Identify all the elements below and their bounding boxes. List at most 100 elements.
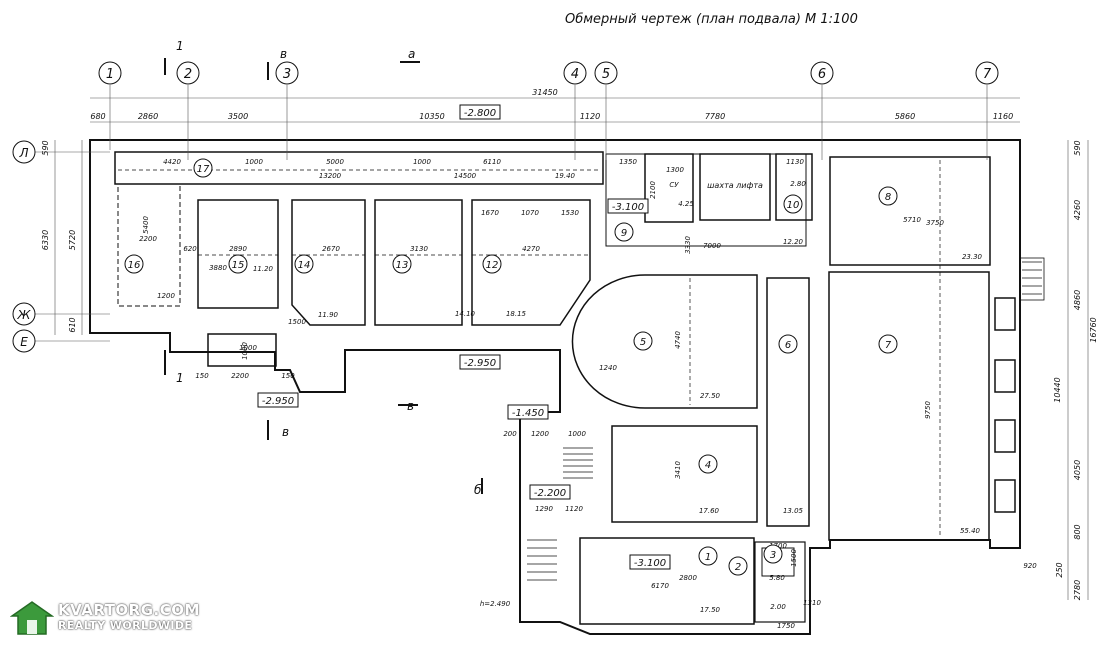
dimension-text: 1310 [803, 599, 821, 607]
dimension-text: 17.60 [699, 507, 720, 515]
level-labels: -2.800-3.100-2.950-2.950-1.450-2.200-3.1… [257, 104, 671, 570]
room-number: 13 [396, 260, 409, 271]
dimension-text: 5720 [68, 230, 77, 250]
dimension-text: 2.80 [790, 180, 806, 188]
room-number: 4 [705, 460, 711, 471]
dimension-text: 12.20 [783, 238, 804, 246]
dimension-text: 17.50 [700, 606, 721, 614]
watermark-brand: KVARTORG.COM [58, 601, 200, 619]
dimension-text: 2.00 [770, 603, 786, 611]
section-label: 1 [176, 371, 184, 385]
section-label: в [280, 47, 287, 61]
window [994, 359, 1016, 393]
lift-shaft-label: шахта лифта [707, 181, 763, 190]
axis-bubble [12, 329, 36, 353]
level-box [607, 198, 649, 214]
dimension-text: 1070 [521, 209, 539, 217]
room-5-marker [633, 331, 653, 351]
dimension-text: 10440 [1053, 377, 1062, 402]
dimension-text: 9750 [924, 401, 932, 419]
axis-label: 6 [818, 67, 826, 82]
room-number: 8 [885, 192, 891, 203]
section-label: 1 [176, 39, 184, 53]
axis-bubble [275, 61, 299, 85]
room-12-marker [482, 254, 502, 274]
axis-bubble [176, 61, 200, 85]
dimension-text: 1350 [619, 158, 637, 166]
dimension-text: 5400 [142, 216, 150, 234]
level-text: -3.100 [634, 558, 666, 569]
axis-bubbles-lettered: ЛЖЕ [12, 140, 36, 353]
room-15 [197, 199, 279, 309]
corridor-17 [114, 151, 604, 185]
level-box [459, 104, 501, 120]
dimension-text: 23.30 [962, 253, 983, 261]
level-text: -2.950 [262, 396, 294, 407]
stair-right [1019, 257, 1045, 301]
room-number: 7 [885, 340, 892, 351]
dimension-text: 200 [503, 430, 517, 438]
level-text: -2.950 [464, 358, 496, 369]
dimension-text: 1000 [241, 342, 249, 360]
dimension-text: 4740 [674, 331, 682, 349]
dimension-text: 620 [183, 245, 197, 253]
dimension-text: 4270 [522, 245, 540, 253]
dimension-text: 16760 [1089, 317, 1098, 342]
room-2-marker [728, 556, 748, 576]
axis-label: 1 [106, 67, 114, 82]
dimension-text: 1670 [481, 209, 499, 217]
dimension-text: 3500 [228, 112, 248, 121]
axis-lines [35, 85, 1089, 600]
room-number: 2 [735, 562, 741, 573]
dimension-text: 6170 [651, 582, 669, 590]
axis-label: Е [20, 335, 28, 349]
dimension-text: 1290 [535, 505, 553, 513]
dimension-text: 2200 [139, 235, 157, 243]
watermark: KVARTORG.COM REALTY WORLDWIDE [10, 600, 200, 636]
dimension-text: 3130 [410, 245, 428, 253]
room-8-marker [878, 186, 898, 206]
room-number: 17 [197, 164, 210, 175]
window [994, 419, 1016, 453]
dimension-text: 18.15 [506, 310, 527, 318]
dimension-text: 4050 [1073, 460, 1082, 480]
room-2 [754, 541, 806, 623]
dimension-text: 13.05 [783, 507, 804, 515]
axis-bubble [98, 61, 122, 85]
dimension-text: 1120 [580, 112, 600, 121]
room-7 [828, 271, 990, 541]
dimension-text: 1530 [561, 209, 579, 217]
room-1-marker [698, 546, 718, 566]
axis-label: 2 [184, 67, 192, 82]
dimension-text: 920 [1023, 562, 1037, 570]
room-7-marker [878, 334, 898, 354]
room-9 [605, 153, 807, 247]
dimension-text: 1300 [666, 166, 684, 174]
stair-lower [527, 539, 557, 581]
dimension-text: 3750 [926, 219, 944, 227]
dimension-text: 19.40 [555, 172, 576, 180]
dimension-text: 2780 [1073, 580, 1082, 600]
axis-label: 3 [283, 67, 291, 82]
dimension-text: 14.10 [455, 310, 476, 318]
dimension-text: 1160 [993, 112, 1013, 121]
section-label: а [408, 47, 415, 61]
room-13 [374, 199, 463, 326]
room-number: 1 [705, 552, 711, 563]
room-number: 5 [640, 337, 646, 348]
dimension-text: 1200 [531, 430, 549, 438]
dimension-text: 1240 [599, 364, 617, 372]
dimension-text: 1130 [786, 158, 804, 166]
section-label: в [407, 399, 414, 413]
level-text: -3.100 [612, 202, 644, 213]
room-14-marker [294, 254, 314, 274]
room-6-marker [778, 334, 798, 354]
dimension-text: 590 [41, 140, 50, 155]
axis-bubble [563, 61, 587, 85]
room-5 [571, 274, 758, 409]
dimension-text: 5000 [326, 158, 344, 166]
dimension-text: 5.80 [769, 574, 785, 582]
section-label: в [282, 425, 289, 439]
